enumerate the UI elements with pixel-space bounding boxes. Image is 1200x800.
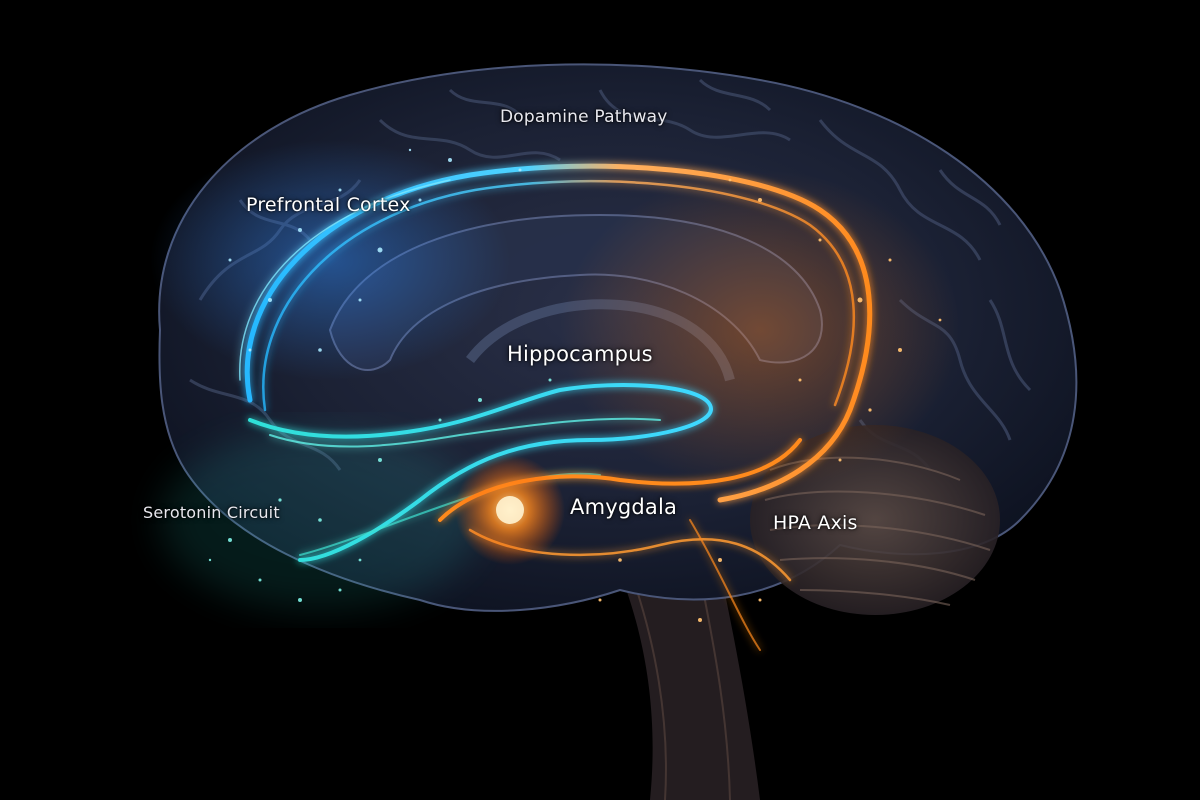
hpa-axis-label: HPA Axis [773, 512, 858, 534]
prefrontal-cortex-label: Prefrontal Cortex [246, 194, 411, 216]
amygdala-label: Amygdala [570, 495, 678, 519]
serotonin-circuit-label: Serotonin Circuit [143, 503, 280, 522]
dopamine-pathway-label: Dopamine Pathway [500, 107, 668, 127]
hippocampus-label: Hippocampus [507, 342, 653, 366]
